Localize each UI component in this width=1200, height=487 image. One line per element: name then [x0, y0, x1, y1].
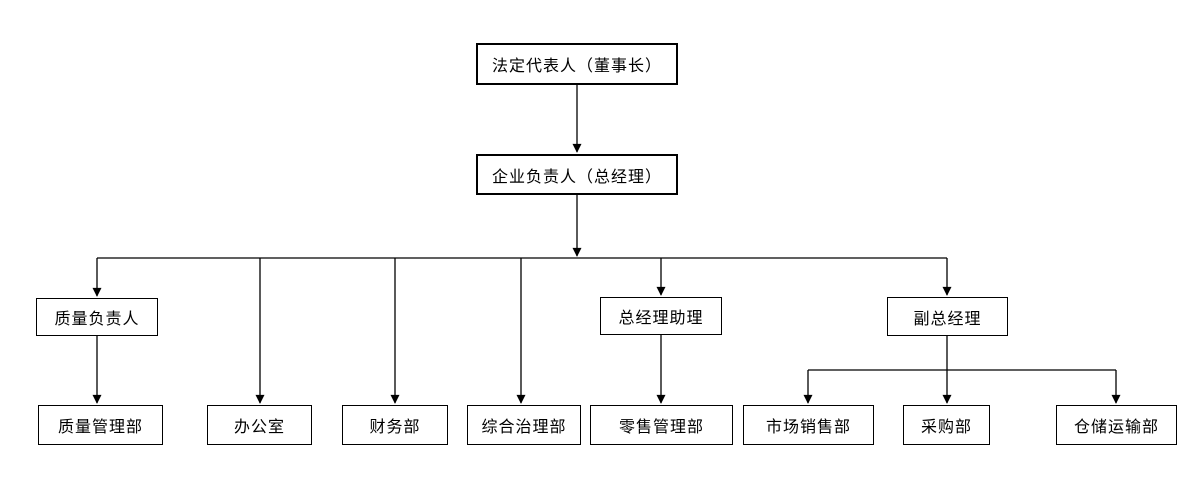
- node-finance-dept: 财务部: [342, 405, 448, 445]
- node-quality-dept: 质量管理部: [38, 405, 163, 445]
- node-purchasing-dept: 采购部: [903, 405, 990, 445]
- node-gm-assistant: 总经理助理: [600, 297, 722, 335]
- node-general-manager: 企业负责人（总经理）: [476, 154, 678, 195]
- node-sales-dept: 市场销售部: [743, 405, 874, 445]
- node-governance-dept: 综合治理部: [467, 405, 581, 445]
- node-retail-dept: 零售管理部: [590, 405, 733, 445]
- node-deputy-gm: 副总经理: [887, 297, 1008, 336]
- node-warehouse-dept: 仓储运输部: [1056, 405, 1177, 445]
- node-quality-head: 质量负责人: [36, 298, 158, 336]
- node-chairman: 法定代表人（董事长）: [476, 43, 678, 85]
- node-office: 办公室: [207, 405, 312, 445]
